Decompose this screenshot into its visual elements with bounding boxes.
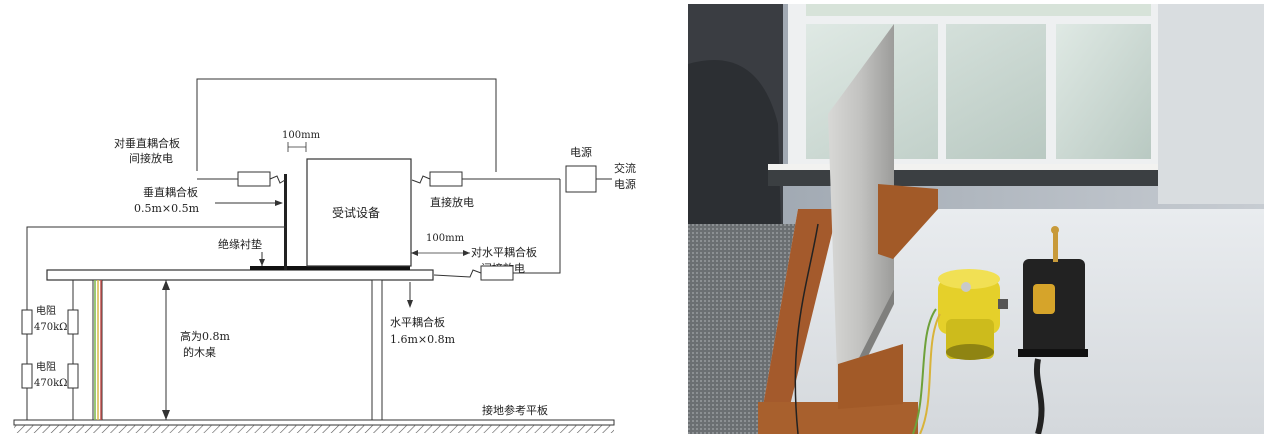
vcp-ground-wire bbox=[26, 226, 286, 420]
hcp-indirect-label-line1: 对水平耦合板 bbox=[471, 245, 537, 259]
photo-cable-yellow bbox=[919, 313, 941, 434]
hcp-label-line1: 水平耦合板 bbox=[390, 315, 445, 329]
hcp-label-line2: 1.6m×0.8m bbox=[390, 333, 456, 346]
loop-wire bbox=[196, 78, 497, 172]
resistor-2-name: 电阻 bbox=[36, 360, 56, 373]
photo-cable-black bbox=[794, 223, 819, 434]
vertical-coupling-plane bbox=[284, 174, 287, 270]
resistor-hcp-1 bbox=[67, 309, 79, 335]
resistor-vcp-2 bbox=[21, 363, 33, 389]
photo-cable-green bbox=[912, 308, 937, 434]
photo-vertical-plate bbox=[828, 24, 894, 399]
resistor-1-name: 电阻 bbox=[36, 304, 56, 317]
power-wire bbox=[513, 179, 561, 274]
eut-box bbox=[306, 158, 412, 267]
vcp-label-line2: 0.5m×0.5m bbox=[134, 202, 200, 215]
esd-gun-hcp bbox=[480, 265, 514, 281]
eut-label: 受试设备 bbox=[332, 205, 380, 220]
vcp-indirect-label-line1: 对垂直耦合板 bbox=[114, 136, 180, 150]
power-supply-box bbox=[565, 165, 597, 193]
table-leg-right bbox=[371, 279, 383, 421]
ground-plane bbox=[13, 419, 615, 426]
power-label: 电源 bbox=[570, 145, 592, 159]
ground-hatch bbox=[14, 425, 614, 433]
esd-gun-direct bbox=[429, 171, 463, 187]
insulation-pad bbox=[250, 266, 410, 270]
resistor-hcp-2 bbox=[67, 363, 79, 389]
test-setup-photo bbox=[688, 4, 1264, 434]
ac-label-line2: 电源 bbox=[614, 177, 636, 191]
esd-test-setup-diagram: 高为0.8m 的木桌 受试设备 绝缘衬垫 100mm 垂直耦合板 0.5m×0.… bbox=[13, 78, 636, 433]
insulation-pad-label: 绝缘衬垫 bbox=[218, 237, 262, 251]
ac-label-line1: 交流 bbox=[614, 161, 636, 175]
photo-support-top bbox=[878, 184, 938, 259]
photo-esd-gun bbox=[1018, 226, 1088, 434]
direct-discharge-label: 直接放电 bbox=[430, 195, 474, 209]
resistor-2-value: 470kΩ bbox=[34, 378, 67, 389]
distance-label-right: 100mm bbox=[426, 233, 465, 244]
horizontal-coupling-plane bbox=[46, 269, 434, 281]
table-label-line2: 的木桌 bbox=[183, 345, 216, 359]
vcp-label-line1: 垂直耦合板 bbox=[143, 185, 198, 199]
table-label-line1: 高为0.8m bbox=[180, 329, 230, 343]
ground-plane-label: 接地参考平板 bbox=[482, 403, 548, 417]
esd-gun-vcp bbox=[237, 171, 271, 187]
resistor-vcp-1 bbox=[21, 309, 33, 335]
photo-support-bottom bbox=[838, 344, 903, 409]
vcp-indirect-label-line2: 间接放电 bbox=[129, 151, 173, 165]
photo-eut-device bbox=[938, 269, 1008, 360]
resistor-1-value: 470kΩ bbox=[34, 322, 67, 333]
distance-label-top: 100mm bbox=[282, 130, 321, 141]
